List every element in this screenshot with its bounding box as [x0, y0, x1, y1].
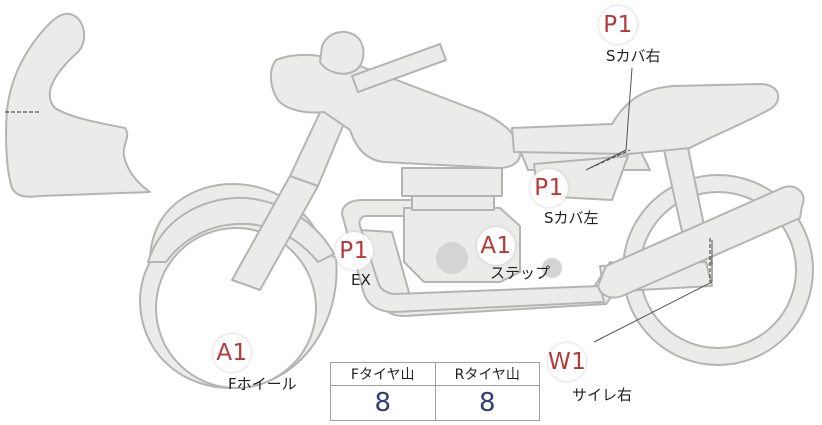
muffler	[597, 185, 805, 299]
leader-muffler	[593, 240, 713, 343]
engine-head	[401, 167, 503, 197]
engine-cover	[436, 242, 468, 274]
marker-label-exhaust: EX	[351, 271, 371, 289]
handlebar	[351, 43, 447, 93]
marker-code-step[interactable]: A1	[477, 227, 515, 265]
front-wheel-hub	[155, 227, 317, 389]
front-tread-header: Fタイヤ山	[330, 362, 436, 386]
rear-tread-header: Rタイヤ山	[434, 362, 540, 386]
tire-tread-table: Fタイヤ山 Rタイヤ山 8 8	[330, 362, 540, 421]
marker-label-step: ステップ	[490, 264, 551, 282]
leader-scover-right	[585, 67, 633, 171]
rear-tread-value: 8	[434, 385, 540, 421]
step-peg	[542, 258, 562, 278]
marker-label-front-wheel: Fホイール	[228, 375, 297, 393]
marker-code-exhaust[interactable]: P1	[335, 232, 373, 270]
marker-label-muffler-right: サイレ右	[572, 386, 633, 404]
leader-scover-right-dash	[589, 149, 631, 169]
engine-fins	[411, 195, 495, 211]
seat	[511, 83, 780, 155]
marker-code-front-wheel[interactable]: A1	[213, 334, 251, 372]
marker-code-muffler-right[interactable]: W1	[548, 343, 586, 381]
marker-code-scover-right[interactable]: P1	[599, 6, 637, 44]
headlight	[319, 30, 365, 75]
detached-fairing	[5, 12, 151, 198]
marker-code-scover-left[interactable]: P1	[530, 169, 568, 207]
marker-label-scover-left: Sカバ左	[544, 209, 599, 227]
front-tread-value: 8	[330, 385, 436, 421]
marker-label-scover-right: Sカバ右	[606, 47, 661, 65]
exhaust-pipe	[341, 199, 605, 313]
